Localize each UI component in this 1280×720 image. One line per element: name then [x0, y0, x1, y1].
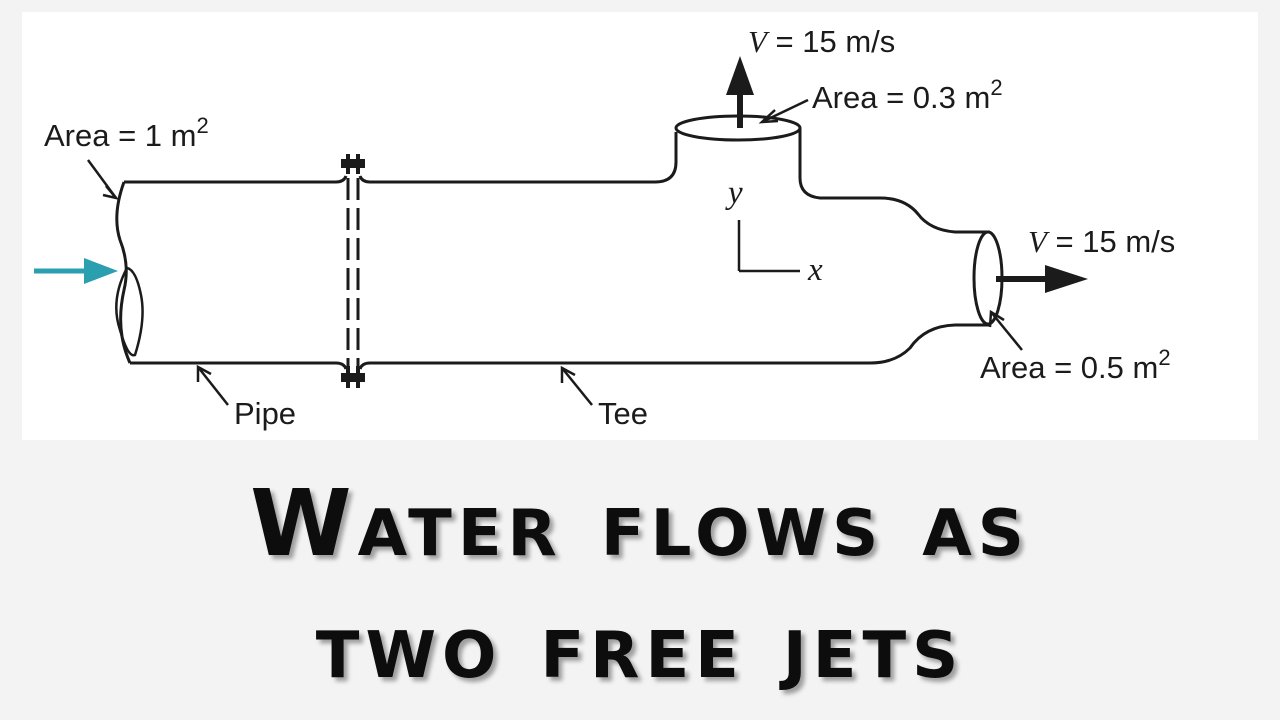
flange: [341, 154, 365, 388]
caption-line-1: Water flows as: [250, 470, 1030, 577]
axes: y x: [725, 175, 823, 288]
right-jet-arrow: [996, 265, 1088, 293]
right-area-label: Area = 0.5 m2: [980, 345, 1171, 385]
inlet-lens: [115, 266, 144, 357]
right-velocity-label: V = 15 m/s: [1028, 224, 1175, 259]
branch-right-wall: [798, 128, 990, 234]
pipe-label: Pipe: [234, 396, 296, 431]
top-jet-arrow: [726, 56, 754, 128]
leader-lines: [86, 98, 1023, 406]
diagram-panel: [22, 12, 1258, 440]
pipe-tee-diagram: y x Area = 1 m2 V = 15 m/s Area = 0.3 m2…: [22, 12, 1258, 440]
pipe-bottom-wall: [130, 323, 990, 370]
axis-x-label: x: [807, 252, 823, 288]
caption-line-2: two free jets: [315, 592, 965, 699]
inlet-area-label: Area = 1 m2: [44, 113, 209, 153]
top-velocity-label: V = 15 m/s: [748, 24, 895, 59]
pipe-top-wall: [124, 132, 678, 184]
inflow-arrow: [34, 258, 118, 284]
tee-label: Tee: [598, 396, 648, 431]
axis-y-label: y: [725, 175, 743, 211]
top-area-label: Area = 0.3 m2: [812, 75, 1003, 115]
